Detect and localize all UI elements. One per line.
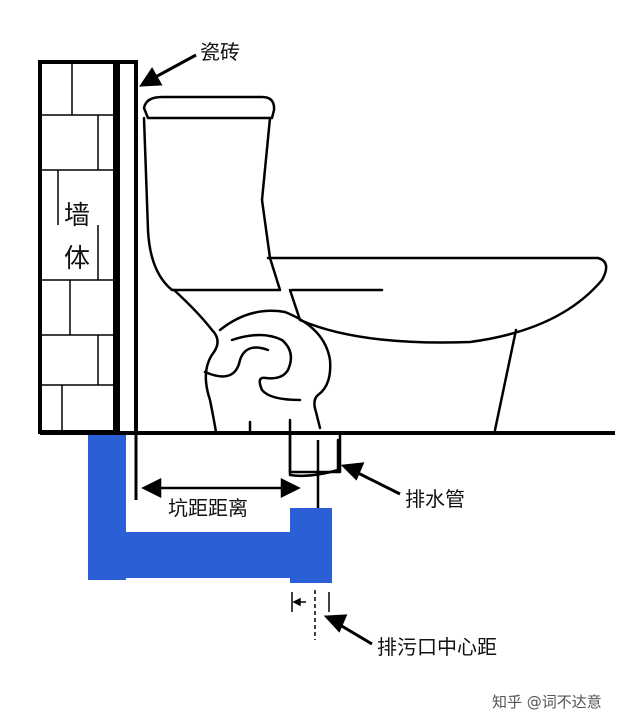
tile-label: 瓷砖: [200, 40, 240, 64]
pipe-outlet: [290, 508, 332, 583]
tile-layer: [115, 60, 138, 432]
seat-lid: [266, 256, 608, 344]
pipe-horizontal: [122, 532, 298, 578]
drain-pipe-arrow: [340, 462, 401, 496]
tank-body: [142, 116, 282, 292]
tile-arrow: [139, 53, 197, 87]
bowl-front: [493, 328, 518, 432]
watermark: 知乎 @词不达意: [492, 693, 602, 711]
wall-label-line1: 墙: [64, 201, 91, 231]
drain-pipe-top: [288, 431, 342, 474]
pit-distance-label: 坑距距离: [168, 496, 248, 520]
trapway: [218, 309, 332, 430]
pipe-vertical-left: [88, 435, 126, 580]
toilet: [142, 95, 608, 478]
drain-center-distance-label: 排污口中心距: [377, 635, 497, 659]
bowl-rear: [172, 288, 219, 434]
outlet-flange: [248, 418, 340, 478]
toilet-swirl: [203, 346, 270, 378]
center-distance-arrow: [323, 614, 373, 646]
brick-pattern: [40, 62, 115, 432]
blue-drain-pipe: [88, 435, 332, 583]
pit-distance-arrow: [141, 477, 301, 499]
drain-pipe-label: 排水管: [405, 487, 465, 511]
tank-lid: [142, 95, 276, 120]
wall-label-line2: 体: [64, 244, 91, 274]
center-distance-indicator: [291, 590, 330, 640]
